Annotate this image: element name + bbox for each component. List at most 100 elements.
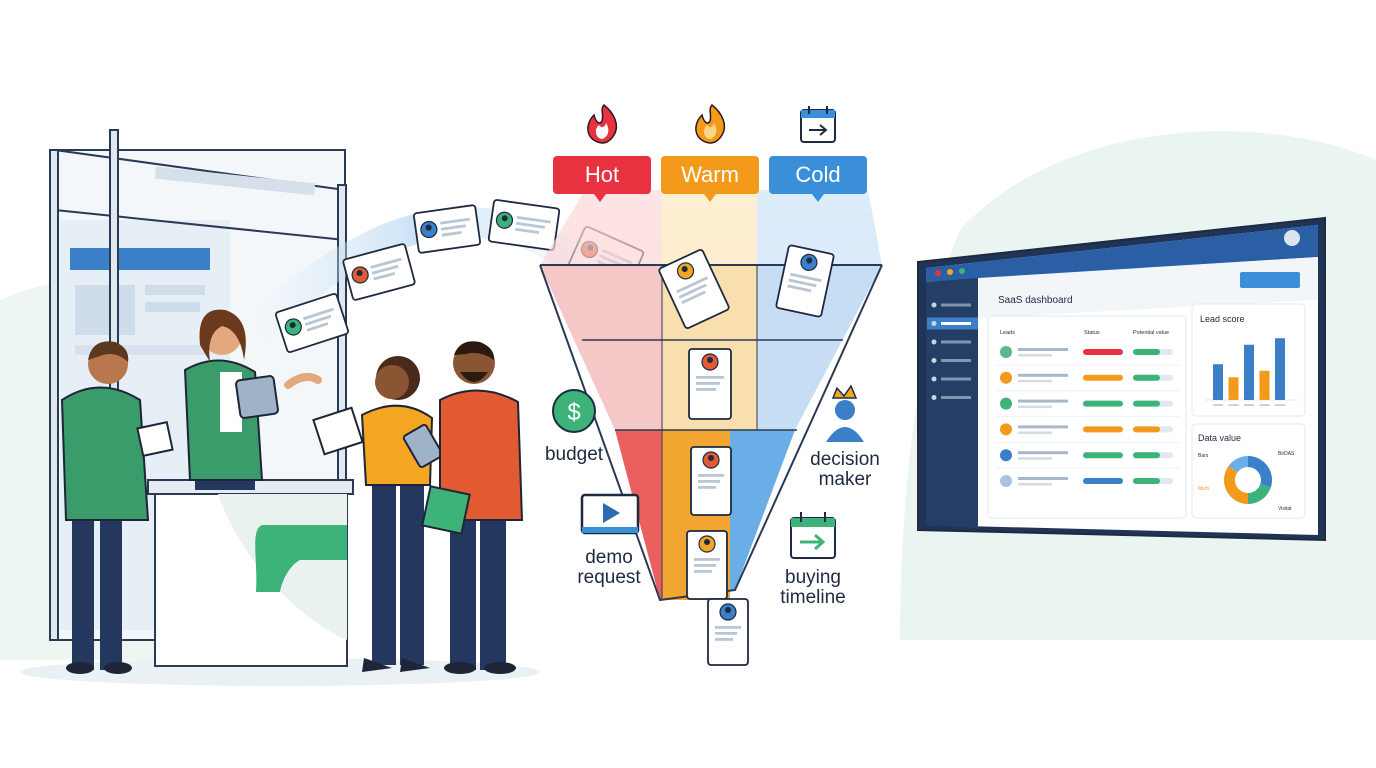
sidebar-item[interactable] bbox=[931, 302, 972, 308]
potential-value-bar bbox=[1133, 374, 1160, 381]
calendar-arrow-icon bbox=[790, 512, 836, 559]
lead-score-bar bbox=[1275, 338, 1285, 400]
lead-score-bar bbox=[1244, 344, 1254, 400]
lead-score-tick bbox=[1228, 404, 1239, 406]
demo-label-line1: demo bbox=[585, 547, 633, 568]
sidebar-item[interactable] bbox=[931, 395, 972, 400]
donut-label-bars: Bars bbox=[1198, 453, 1209, 459]
crowned-person-icon bbox=[826, 384, 864, 442]
lead-score-tick bbox=[1259, 404, 1270, 406]
timeline-label-line1: buying bbox=[785, 567, 841, 588]
budget-criterion: $ budget bbox=[545, 389, 604, 465]
funnel-lead-cards bbox=[658, 244, 835, 666]
calendar-arrow-icon bbox=[800, 106, 836, 143]
status-pill bbox=[1083, 478, 1123, 484]
lead-card bbox=[658, 249, 730, 329]
lead-status-dot bbox=[1000, 397, 1012, 410]
lead-card bbox=[342, 243, 416, 301]
dashboard-sidebar bbox=[927, 302, 978, 400]
potential-value-bar bbox=[1133, 426, 1160, 433]
donut-slice bbox=[1228, 456, 1248, 473]
video-play-icon bbox=[580, 493, 640, 535]
status-pill bbox=[1083, 349, 1123, 355]
potential-value-bar bbox=[1133, 452, 1160, 459]
budget-label: budget bbox=[545, 444, 604, 465]
lead-card bbox=[413, 204, 481, 254]
decision-maker-criterion: decision maker bbox=[810, 384, 880, 490]
person-woman-presenter bbox=[183, 309, 322, 490]
table-row[interactable] bbox=[996, 449, 1180, 469]
person-man-orange bbox=[421, 341, 524, 674]
saas-dashboard-monitor: SaaS dashboard Leads Status Potential valu… bbox=[917, 216, 1326, 542]
buying-timeline-criterion: buying timeline bbox=[780, 512, 846, 608]
potential-value-bar bbox=[1133, 349, 1160, 355]
table-row[interactable] bbox=[1000, 475, 1173, 487]
lead-status-dot bbox=[1000, 423, 1012, 436]
lead-score-bar bbox=[1259, 370, 1270, 400]
demo-request-criterion: demo request bbox=[577, 493, 641, 588]
lead-card bbox=[487, 199, 561, 251]
leads-table bbox=[996, 346, 1180, 487]
lead-score-title: Lead score bbox=[1200, 314, 1245, 324]
dollar-coin-icon: $ bbox=[552, 389, 596, 433]
svg-text:$: $ bbox=[567, 399, 580, 426]
decision-label-line1: decision bbox=[810, 449, 880, 470]
timeline-label-line2: timeline bbox=[780, 587, 845, 608]
table-column-header: Potential value bbox=[1133, 330, 1169, 336]
status-pill bbox=[1083, 374, 1123, 381]
lead-card bbox=[274, 293, 350, 353]
lead-score-tick bbox=[1275, 404, 1285, 406]
leads-table-header: Leads Status Potential value bbox=[1000, 330, 1169, 336]
dashboard-header-button[interactable] bbox=[1240, 272, 1300, 288]
table-row[interactable] bbox=[996, 397, 1180, 418]
person-man-green bbox=[60, 341, 174, 674]
lead-card bbox=[690, 446, 732, 516]
demo-label-line2: request bbox=[577, 567, 641, 588]
potential-value-bar bbox=[1133, 400, 1160, 407]
table-column-header: Leads bbox=[1000, 330, 1015, 336]
lead-funnel bbox=[539, 190, 883, 602]
lead-status-dot bbox=[1000, 449, 1012, 462]
dashboard-title: SaaS dashboard bbox=[998, 295, 1073, 306]
status-pill bbox=[1083, 452, 1123, 459]
donut-slice bbox=[1248, 484, 1271, 504]
lead-score-chart bbox=[1205, 338, 1298, 406]
table-column-header: Status bbox=[1084, 330, 1100, 336]
status-pill bbox=[1083, 400, 1123, 407]
tier-label-warm: Warm bbox=[681, 162, 739, 187]
potential-value-bar bbox=[1133, 478, 1160, 484]
tier-badge-warm: Warm bbox=[661, 156, 759, 202]
lead-score-tick bbox=[1213, 404, 1223, 406]
tier-badge-hot: Hot bbox=[553, 156, 651, 202]
tier-label-cold: Cold bbox=[795, 162, 840, 187]
flame-icon bbox=[587, 103, 618, 144]
donut-slice bbox=[1224, 465, 1248, 504]
table-row[interactable] bbox=[996, 346, 1180, 366]
data-value-donut bbox=[1224, 456, 1272, 504]
table-row[interactable] bbox=[996, 371, 1180, 392]
lead-status-dot bbox=[1000, 475, 1012, 487]
lead-card bbox=[707, 598, 749, 666]
lead-score-bar bbox=[1228, 377, 1239, 400]
decision-label-line2: maker bbox=[819, 469, 872, 490]
data-value-title: Data value bbox=[1198, 433, 1241, 443]
person-woman-yellow bbox=[312, 356, 444, 672]
sidebar-item[interactable] bbox=[931, 376, 972, 382]
sidebar-item[interactable] bbox=[927, 317, 978, 330]
donut-label-visitat: Visitat bbox=[1278, 506, 1292, 512]
donut-label-birdas: BirDAS bbox=[1278, 451, 1295, 457]
tier-label-hot: Hot bbox=[585, 162, 619, 187]
table-row[interactable] bbox=[996, 423, 1180, 443]
donut-slice bbox=[1248, 456, 1272, 488]
lead-status-dot bbox=[1000, 371, 1012, 384]
tier-badge-cold: Cold bbox=[769, 156, 867, 202]
donut-label-mum: Mum bbox=[1198, 486, 1209, 492]
lead-score-tick bbox=[1244, 404, 1254, 406]
sidebar-item[interactable] bbox=[931, 358, 972, 363]
lead-card bbox=[686, 530, 728, 600]
lead-status-dot bbox=[1000, 346, 1012, 358]
lead-card bbox=[688, 348, 732, 420]
sidebar-item[interactable] bbox=[931, 339, 972, 345]
lead-score-bar bbox=[1213, 364, 1223, 400]
